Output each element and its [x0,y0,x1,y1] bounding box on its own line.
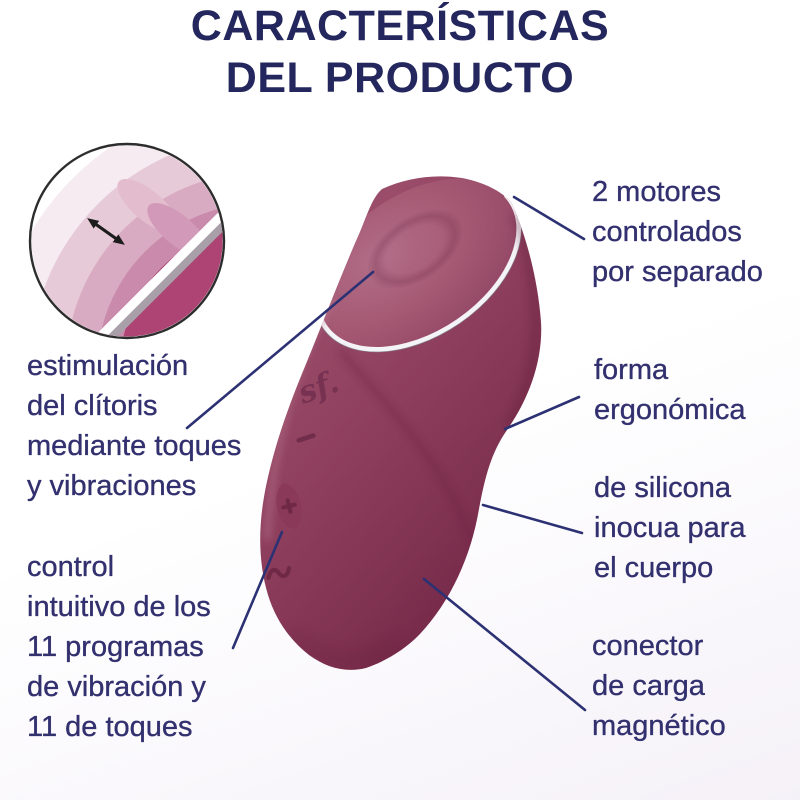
body-shadow-right [505,212,542,429]
chrome-stripe-in-inset [84,207,223,337]
inset-content [31,145,223,337]
callout-line-silicone [481,503,584,535]
callout-line-charger [422,577,587,712]
plus-button-icon [276,482,302,530]
body-crease [337,348,480,557]
callout-stimulation: estimulación del clítoris mediante toque… [27,350,242,502]
callout-line-motors [512,195,586,241]
title-line-1: CARACTERÍSTICAS [190,2,610,50]
tap-element [366,208,464,290]
callout-line-stimulation [185,270,375,430]
callout-motors: 2 motores controlados por separado [592,176,763,288]
product-render: sf. [260,176,542,670]
callout-lines [185,195,587,712]
callout-silicone: de silicona inocua para el cuerpo [594,472,746,584]
tap-motion-arrow-icon [87,218,125,245]
body-shadow-bottom [288,632,401,666]
callout-line-control [231,530,284,650]
wave-button-icon [266,566,292,580]
detail-inset [28,142,226,340]
title-line-2: DEL PRODUCTO [225,54,575,102]
minus-button-icon [296,433,316,443]
rim-edge-in-inset [88,211,223,337]
callout-charger: conector de carga magnético [592,630,726,742]
callout-control: control intuitivo de los 11 programas de… [27,551,211,743]
callout-line-shape [503,395,581,431]
callout-shape: forma ergonómica [594,354,746,426]
page-title: CARACTERÍSTICAS DEL PRODUCTO [0,0,800,104]
product-face [315,178,522,353]
